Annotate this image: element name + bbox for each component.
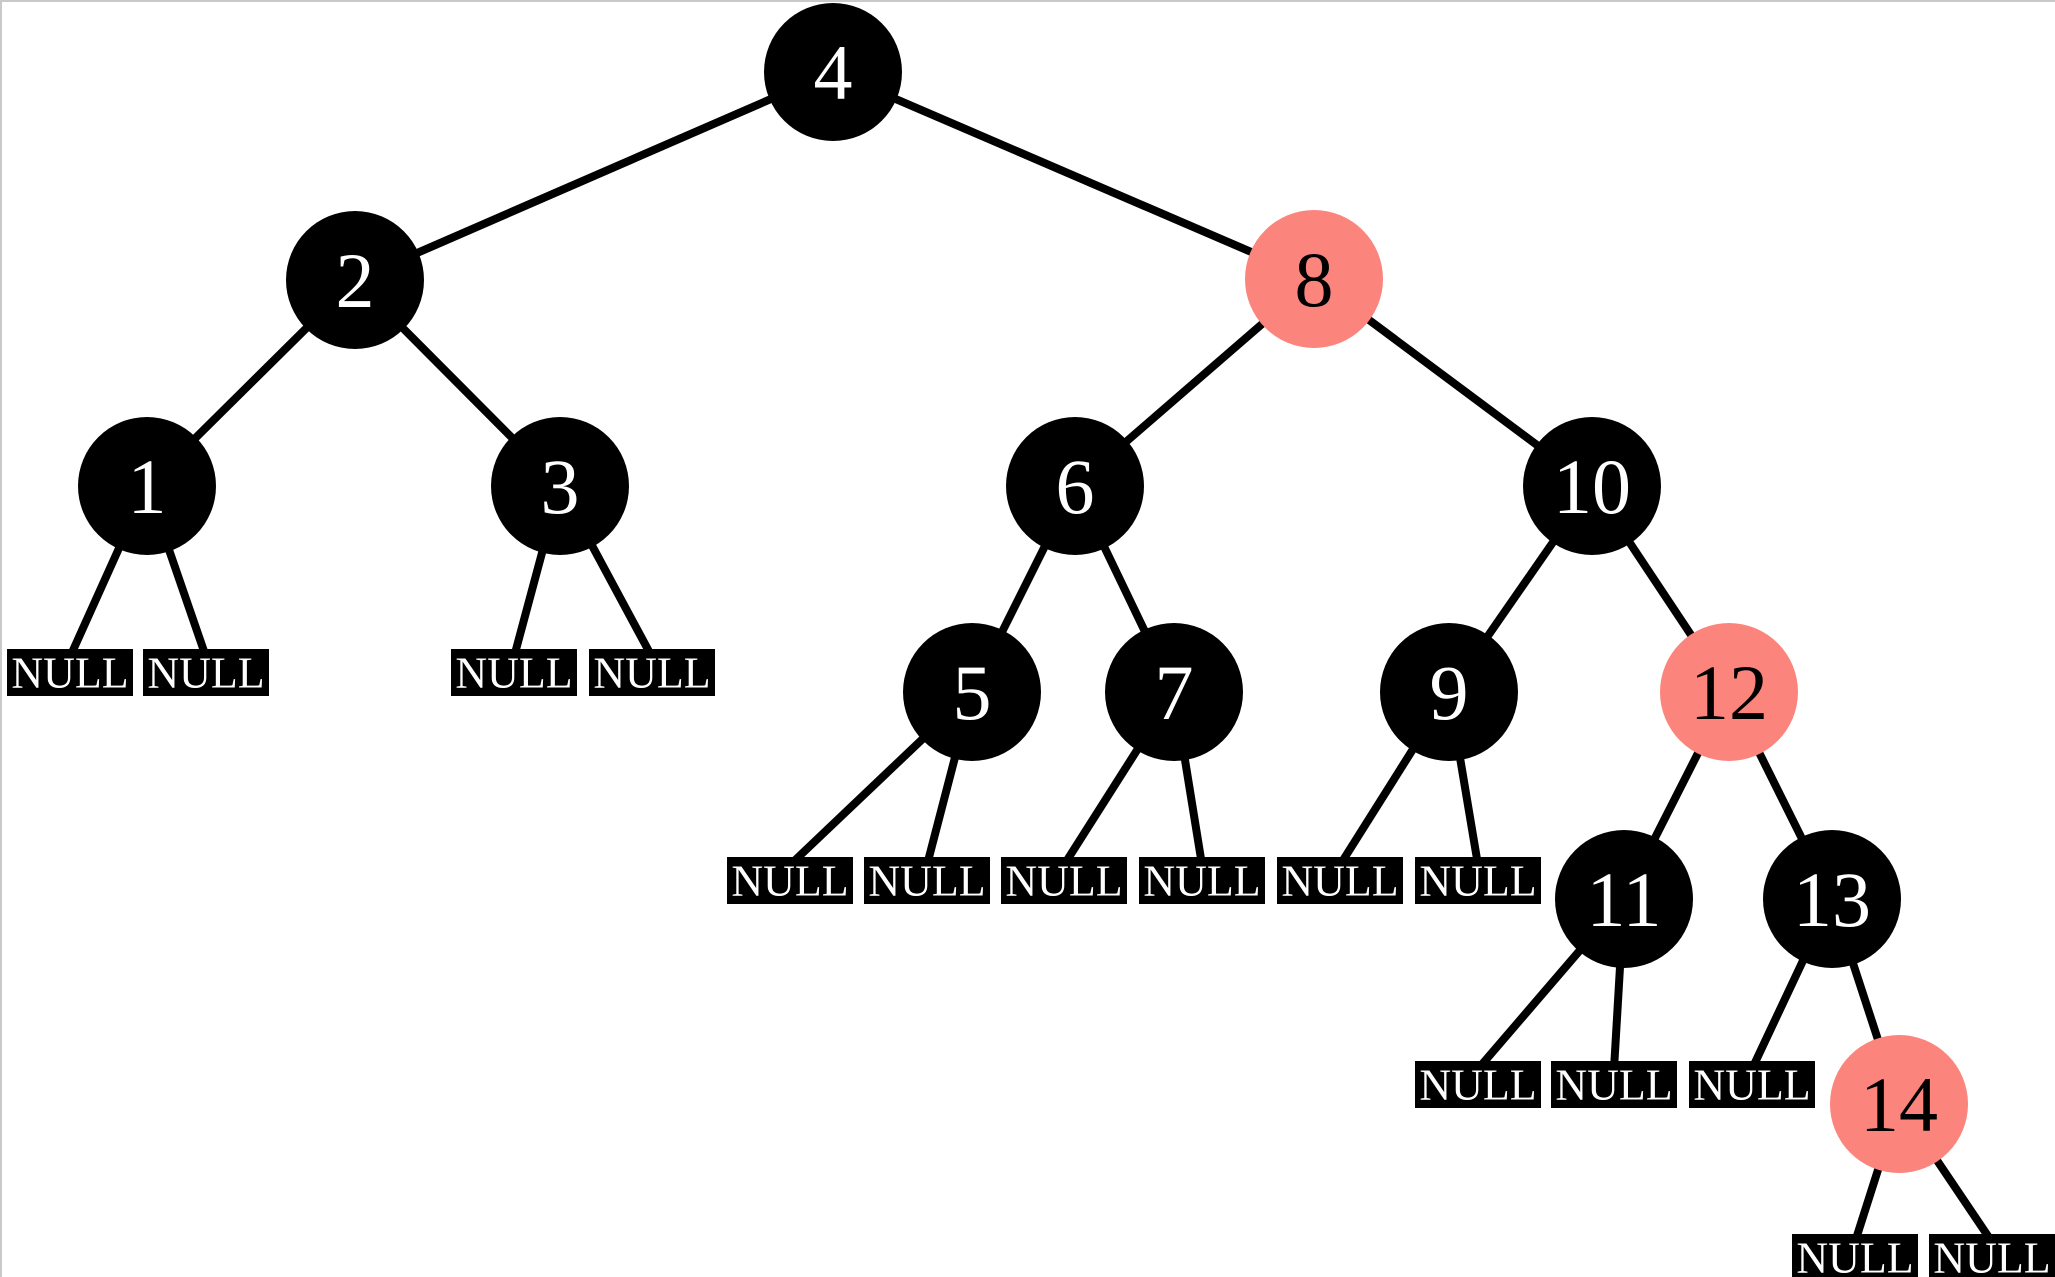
tree-node-11-label: 11	[1586, 856, 1661, 943]
tree-node-12-label: 12	[1690, 649, 1768, 736]
tree-node-5-circle	[903, 623, 1041, 761]
tree-node-6-label: 6	[1056, 443, 1095, 530]
tree-node-7-label: 7	[1155, 649, 1194, 736]
tree-node-10-circle	[1523, 417, 1661, 555]
tree-node-9-label: 9	[1430, 649, 1469, 736]
null-box-14-right	[1929, 1234, 2055, 1277]
null-box-13-left	[1689, 1061, 1815, 1108]
null-label-14-right: NULL	[1933, 1234, 2050, 1277]
null-label-14-left: NULL	[1796, 1234, 1913, 1277]
tree-node-1-circle	[78, 417, 216, 555]
null-box-7-left	[1001, 857, 1127, 904]
tree-node-5-label: 5	[953, 649, 992, 736]
tree-node-10-label: 10	[1553, 443, 1631, 530]
tree-node-9-circle	[1380, 623, 1518, 761]
tree-node-2-label: 2	[336, 237, 375, 324]
tree-node-8-label: 8	[1295, 236, 1334, 323]
null-box-1-left	[7, 649, 133, 696]
null-label-3-left: NULL	[455, 649, 572, 698]
null-label-5-right: NULL	[868, 857, 985, 906]
tree-node-14-circle	[1830, 1035, 1968, 1173]
null-label-1-right: NULL	[147, 649, 264, 698]
tree-node-6-circle	[1006, 417, 1144, 555]
tree-node-11-circle	[1555, 830, 1693, 968]
tree-node-8-circle	[1245, 210, 1383, 348]
null-label-5-left: NULL	[731, 857, 848, 906]
null-box-14-left	[1792, 1234, 1918, 1277]
tree-node-2-circle	[286, 211, 424, 349]
null-box-11-right	[1551, 1061, 1677, 1108]
null-box-9-left	[1277, 857, 1403, 904]
tree-node-4-circle	[764, 3, 902, 141]
tree-node-13-circle	[1763, 830, 1901, 968]
null-label-11-right: NULL	[1555, 1061, 1672, 1110]
null-box-1-right	[143, 649, 269, 696]
null-label-13-left: NULL	[1693, 1061, 1810, 1110]
null-label-1-left: NULL	[11, 649, 128, 698]
null-box-3-left	[451, 649, 577, 696]
tree-edge-4-2	[353, 68, 835, 284]
tree-node-3-label: 3	[541, 443, 580, 530]
tree-node-12-circle	[1660, 623, 1798, 761]
tree-node-7-circle	[1105, 623, 1243, 761]
null-label-9-left: NULL	[1281, 857, 1398, 906]
tree-node-13-label: 13	[1793, 856, 1871, 943]
null-box-3-right	[589, 649, 715, 696]
tree-node-1-label: 1	[128, 443, 167, 530]
null-label-7-left: NULL	[1005, 857, 1122, 906]
tree-node-14-label: 14	[1860, 1061, 1938, 1148]
null-box-5-left	[727, 857, 853, 904]
null-label-9-right: NULL	[1419, 857, 1536, 906]
tree-node-3-circle	[491, 417, 629, 555]
null-box-5-right	[864, 857, 990, 904]
tree-edge-4-8	[831, 68, 1316, 283]
null-box-11-left	[1415, 1061, 1541, 1108]
tree-node-4-label: 4	[814, 29, 853, 116]
null-label-11-left: NULL	[1419, 1061, 1536, 1110]
null-box-9-right	[1415, 857, 1541, 904]
null-box-7-right	[1139, 857, 1265, 904]
null-label-7-right: NULL	[1143, 857, 1260, 906]
null-label-3-right: NULL	[593, 649, 710, 698]
